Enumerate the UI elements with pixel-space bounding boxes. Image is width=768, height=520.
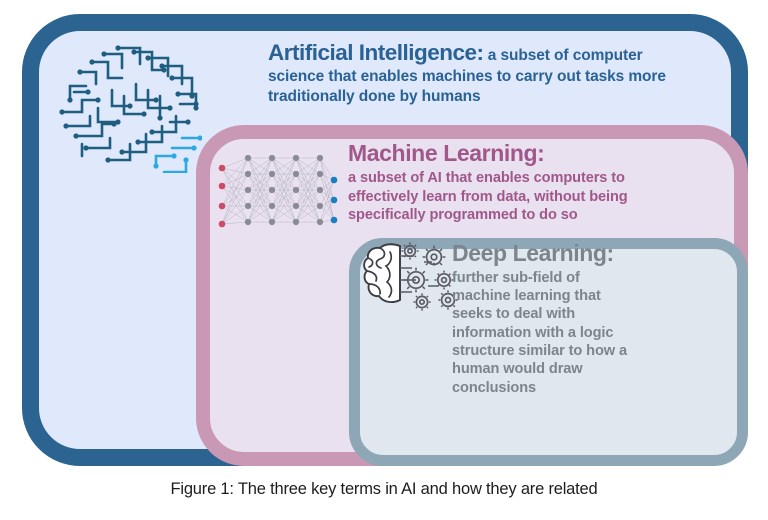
machine-learning-text: Machine Learning: a subset of AI that ena… — [348, 140, 658, 225]
machine-learning-body: a subset of AI that enables computers to… — [348, 170, 628, 224]
artificial-intelligence-heading: Artificial Intelligence: — [268, 40, 484, 65]
brain-gears-icon — [362, 242, 464, 316]
deep-learning-body: further sub-field of machine learning th… — [452, 269, 627, 396]
artificial-intelligence-text: Artificial Intelligence: a subset of com… — [268, 40, 688, 108]
neural-network-icon — [214, 152, 338, 244]
artificial-intelligence-body: a subset of computer science that enable… — [268, 47, 666, 106]
circuit-brain-icon — [52, 38, 203, 174]
deep-learning-text: Deep Learning: further sub-field of machi… — [452, 240, 628, 397]
figure-caption: Figure 1: The three key terms in AI and … — [170, 480, 598, 498]
machine-learning-heading: Machine Learning: — [348, 140, 545, 166]
deep-learning-heading: Deep Learning: — [452, 240, 614, 266]
